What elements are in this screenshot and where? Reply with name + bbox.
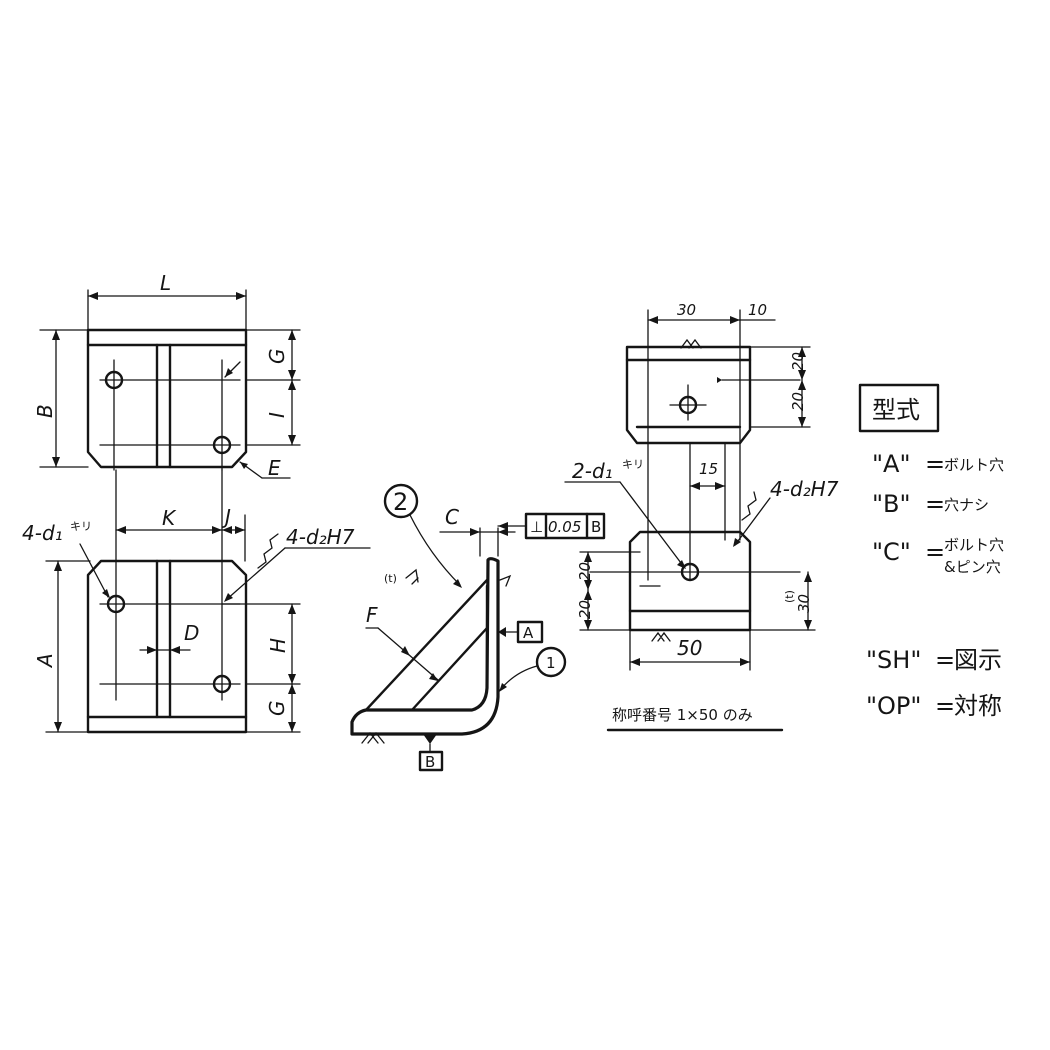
- callout-4-d1-label: 4-d₁: [22, 521, 63, 545]
- datum-A-label: A: [523, 624, 534, 642]
- caption: 称呼番号 1×50 のみ: [606, 706, 784, 732]
- legend-title: 型式: [872, 396, 920, 424]
- gdt-symbol: ⊥: [530, 518, 543, 536]
- right-dims-top: 30 10 20 20 15: [647, 301, 811, 581]
- dim-20c: 20: [576, 562, 594, 581]
- dim-20a: 20: [789, 352, 807, 371]
- callout-E: E: [239, 456, 291, 480]
- dim-20d: 20: [576, 600, 594, 619]
- dim-D-label: D: [184, 621, 199, 645]
- legend-eq-B: =: [925, 490, 945, 518]
- dim-J-label: J: [221, 505, 231, 529]
- balloon-2-label: 2: [393, 488, 408, 516]
- gdt-datum: B: [591, 518, 601, 536]
- legend-eq-SH: =: [935, 646, 955, 674]
- dim-L-label: L: [160, 271, 171, 295]
- datum-B: B: [418, 734, 444, 772]
- dim-30-width: 30: [677, 301, 696, 319]
- callout-4-d2H7-label: 4-d₂H7: [286, 525, 355, 549]
- angle-bracket-section: [350, 557, 500, 736]
- legend-key-C: "C": [872, 538, 911, 566]
- callout-2-d1-label: 2-d₁: [572, 459, 613, 483]
- caption-text: 称呼番号 1×50 のみ: [612, 706, 753, 724]
- legend-key-SH: "SH": [866, 646, 921, 674]
- dim-C-label: C: [445, 505, 459, 529]
- dim-A: A: [33, 560, 91, 733]
- dim-G2-label: G: [265, 701, 289, 717]
- top-plan-view: [86, 328, 248, 471]
- gdt-frame: ⊥ 0.05 B: [497, 512, 606, 540]
- legend: 型式 "A" = ボルト穴 "B" = 穴ナシ "C" = ボルト穴 &ピン穴 …: [858, 383, 1004, 720]
- callout-4-d2H7-right-label: 4-d₂H7: [770, 477, 839, 501]
- dim-A-label: A: [33, 653, 57, 669]
- surface-finish-marks: (t): [361, 568, 512, 744]
- datum-B-label: B: [425, 753, 435, 771]
- callout-4-d1: 4-d₁ キリ: [22, 520, 110, 598]
- callout-2-d1-suffix: キリ: [622, 458, 644, 471]
- balloon-part-2: 2: [383, 483, 462, 588]
- callout-4-d2H7: 4-d₂H7: [224, 525, 371, 602]
- legend-desc-OP: 対称: [954, 692, 1002, 720]
- legend-desc-C1: ボルト穴: [944, 536, 1004, 554]
- right-dims-bottom: 20 20 30 (t) 50: [576, 551, 816, 671]
- dim-30-height: 30: [795, 594, 813, 613]
- bracket-outline: [350, 557, 500, 736]
- weld-mark-label: (t): [384, 572, 397, 585]
- dim-G-label: G: [265, 349, 289, 365]
- legend-eq-OP: =: [935, 692, 955, 720]
- legend-key-A: "A": [872, 450, 911, 478]
- dim-E-label: E: [268, 456, 281, 480]
- dim-H-G: H G: [221, 603, 301, 733]
- legend-desc-C2: &ピン穴: [944, 558, 1001, 576]
- dim-G-I: G I: [245, 329, 301, 446]
- dim-L: L: [87, 271, 247, 331]
- dim-I-label: I: [265, 412, 289, 418]
- sym-note: (t): [783, 590, 796, 603]
- balloon-part-1: 1: [499, 646, 567, 692]
- legend-eq-A: =: [925, 450, 945, 478]
- legend-desc-B: 穴ナシ: [944, 496, 989, 514]
- right-callouts: 2-d₁ キリ 4-d₂H7: [564, 458, 839, 569]
- legend-eq-C: =: [925, 538, 945, 566]
- dim-15: 15: [699, 460, 718, 478]
- dim-20b: 20: [789, 392, 807, 411]
- dim-H-label: H: [266, 638, 290, 653]
- dim-D: D: [139, 621, 199, 654]
- dim-F: F: [365, 603, 439, 681]
- legend-desc-SH: 図示: [954, 646, 1002, 674]
- dim-F-label: F: [366, 603, 378, 627]
- dim-B: B: [33, 329, 89, 468]
- legend-key-B: "B": [872, 490, 911, 518]
- dim-B-label: B: [33, 404, 57, 418]
- dim-C: C: [439, 505, 516, 557]
- dim-K-label: K: [162, 506, 177, 530]
- dim-10-width: 10: [748, 301, 767, 319]
- callout-4-d1-suffix: キリ: [70, 520, 92, 533]
- datum-A: A: [497, 620, 544, 644]
- dim-50: 50: [677, 636, 702, 660]
- legend-key-OP: "OP": [866, 692, 921, 720]
- gdt-tolerance: 0.05: [548, 518, 581, 536]
- balloon-1-label: 1: [546, 654, 556, 672]
- legend-desc-A: ボルト穴: [944, 456, 1004, 474]
- dim-K-J: K J: [115, 505, 246, 562]
- right-bottom-view: [589, 530, 801, 642]
